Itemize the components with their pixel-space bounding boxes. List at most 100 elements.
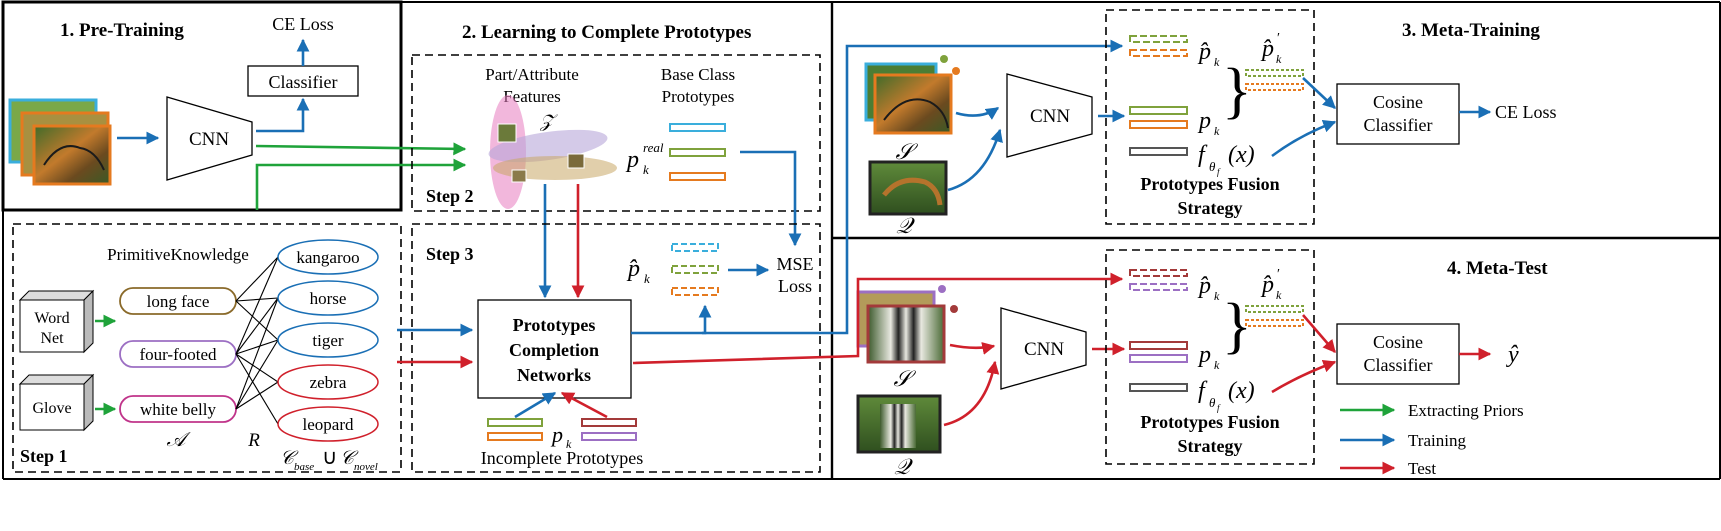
classifier-label: Classifier [269, 72, 338, 92]
attribute-white-belly-label: white belly [140, 400, 217, 419]
query-set-symbol-train: 𝒬 [896, 213, 915, 238]
step1-label: Step 1 [20, 446, 68, 466]
prototype-bars-test [1129, 269, 1304, 392]
incomplete-prototypes-label: Incomplete Prototypes [481, 448, 643, 468]
step1-box [12, 223, 402, 473]
glove-label: Glove [32, 400, 71, 417]
base-prototypes-label-1: Base Class [661, 65, 735, 84]
prototype-bars-train [1129, 35, 1304, 156]
cnn-trapezoid-icon [1006, 73, 1093, 158]
class-horse-label: horse [310, 289, 347, 308]
pcn-label-3: Networks [517, 365, 591, 385]
primitive-knowledge-label: PrimitiveKnowledge [107, 245, 249, 264]
pretraining-panel [1, 0, 403, 212]
legend-training: Training [1408, 431, 1466, 450]
p-hat-test: p̂ [1197, 273, 1211, 299]
p-hat-sub: k [644, 271, 650, 286]
pk-sub: k [566, 437, 572, 451]
step2-label: Step 2 [426, 186, 474, 206]
class-kangaroo [277, 239, 379, 275]
cosine-label-test-2: Classifier [1364, 355, 1433, 375]
legend-extracting-priors: Extracting Priors [1408, 401, 1524, 420]
cosine-classifier-test [1336, 323, 1460, 385]
pk-symbol: p [550, 422, 563, 447]
svg-text:f: f [1217, 403, 1221, 413]
cosine-label-test-1: Cosine [1373, 332, 1423, 352]
cosine-classifier-train [1336, 83, 1460, 145]
p-hat-prime-test-sub: k [1276, 288, 1282, 302]
pcn-label-2: Completion [509, 340, 599, 360]
cnn-trapezoid-icon [166, 96, 253, 181]
classifier-box [247, 65, 359, 97]
fusion-label-test-1: Prototypes Fusion [1140, 412, 1279, 432]
svg-text:∪: ∪ [322, 445, 337, 469]
metatraining-ce-loss: CE Loss [1495, 102, 1557, 122]
attribute-long-face-label: long face [147, 292, 210, 311]
svg-text:f: f [1198, 142, 1208, 168]
cosine-label-train-1: Cosine [1373, 92, 1423, 112]
pretraining-title: 1. Pre-Training [60, 20, 184, 41]
pretraining-ce-loss: CE Loss [272, 14, 334, 34]
step2-box [411, 54, 821, 212]
p-hat-test-sub: k [1214, 289, 1220, 303]
svg-text:base: base [294, 461, 314, 473]
mse-label-2: Loss [778, 276, 812, 296]
prime-test: ′ [1277, 267, 1280, 282]
metatraining-cnn-label: CNN [1030, 106, 1070, 127]
pretraining-images [8, 98, 112, 186]
tiger-image-icon [873, 73, 953, 135]
p-hat-prime-train-sub: k [1276, 52, 1282, 66]
legend: Extracting Priors Training Test [1340, 401, 1524, 478]
a-symbol: 𝒜 [167, 429, 192, 451]
completed-prototype-bars [671, 243, 719, 296]
pk-test-sub: k [1214, 358, 1220, 372]
fusion-label-test-2: Strategy [1178, 436, 1243, 456]
features-label-1: Part/Attribute [485, 65, 578, 84]
support-set-symbol-test: 𝒮 [893, 366, 916, 391]
svg-text:novel: novel [354, 461, 378, 473]
pretraining-cnn-label: CNN [189, 129, 229, 150]
wordnet-label-2: Net [40, 330, 64, 347]
brace-test: } [1222, 292, 1252, 360]
fusion-box-test [1105, 249, 1315, 465]
metatraining-title: 3. Meta-Training [1402, 20, 1540, 41]
step3-label: Step 3 [426, 244, 474, 264]
svg-text:f: f [1217, 167, 1221, 177]
f-theta-train: f θ f (x) [1198, 142, 1255, 177]
feature-ellipses-icon [488, 95, 617, 209]
glove-cube [18, 373, 95, 432]
svg-text:θ: θ [1209, 159, 1216, 174]
r-symbol: R [247, 430, 260, 451]
incomplete-prototype-bars [487, 418, 637, 441]
pcn-label-1: Prototypes [513, 315, 596, 335]
z-symbol: 𝒵 [539, 111, 558, 131]
base-prototype-bars [669, 123, 726, 181]
relation-lines [235, 256, 279, 425]
class-leopard-label: leopard [303, 415, 354, 434]
mse-label-1: MSE [776, 254, 813, 274]
metatest-cnn-label: CNN [1024, 339, 1064, 360]
p-hat-prime-test: p̂ [1260, 272, 1274, 298]
p-real-sup: real [643, 140, 664, 155]
y-hat-output: ŷ [1506, 342, 1519, 368]
fusion-label-train-2: Strategy [1178, 198, 1243, 218]
class-horse [277, 280, 379, 316]
p-hat-prime-train: p̂ [1260, 36, 1274, 62]
wordnet-label-1: Word [34, 310, 69, 327]
learning-title: 2. Learning to Complete Prototypes [462, 22, 751, 43]
cnn-trapezoid-icon [1000, 307, 1087, 390]
p-hat-train: p̂ [1197, 39, 1211, 65]
svg-text:(x): (x) [1228, 142, 1255, 168]
legend-test: Test [1408, 459, 1436, 478]
svg-text:θ: θ [1209, 395, 1216, 410]
pk-train-sub: k [1214, 124, 1220, 138]
svg-text:(x): (x) [1228, 378, 1255, 404]
features-label-2: Features [503, 87, 561, 106]
class-tiger-label: tiger [312, 331, 343, 350]
wordnet-cube [18, 289, 95, 354]
support-set-images-train [864, 55, 960, 216]
class-zebra [277, 364, 379, 400]
metatest-title: 4. Meta-Test [1447, 258, 1548, 279]
svg-text:f: f [1198, 378, 1208, 404]
